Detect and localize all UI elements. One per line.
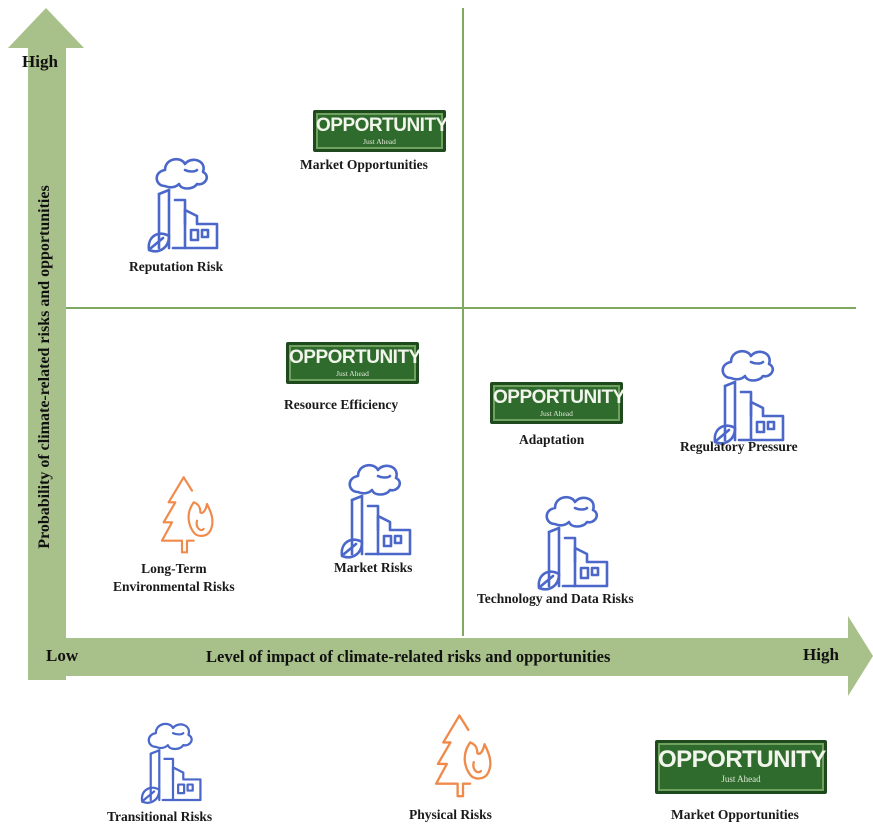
label-adaptation: Adaptation (519, 432, 585, 447)
opportunity-sign-icon: OPPORTUNITY Just Ahead (313, 110, 448, 152)
y-axis-label: Probability of climate-related risks and… (36, 185, 53, 549)
sign-sub-text: Just Ahead (721, 774, 761, 784)
label-market-risks: Market Risks (334, 560, 413, 575)
tree-fire-icon (434, 714, 492, 798)
factory-leaf-icon (537, 495, 609, 591)
tree-fire-icon (160, 476, 214, 554)
factory-leaf-icon (147, 157, 219, 253)
label-regulatory-pressure: Regulatory Pressure (680, 439, 798, 454)
y-axis-high-label: High (22, 52, 58, 71)
x-axis-low-label: Low (46, 646, 79, 665)
label-market-opportunities: Market Opportunities (300, 157, 428, 172)
legend-physical-risks: Physical Risks (409, 807, 492, 822)
sign-sub-text: Just Ahead (363, 137, 396, 146)
label-resource-efficiency: Resource Efficiency (284, 397, 399, 412)
factory-leaf-icon (140, 722, 202, 804)
sign-main-text: OPPORTUNITY (289, 347, 421, 368)
label-line-2: Environmental Risks (113, 579, 235, 595)
factory-leaf-icon (340, 463, 412, 559)
x-axis-arrow (28, 616, 873, 696)
label-technology-and-data-risks: Technology and Data Risks (477, 591, 634, 606)
axes-arrows (8, 8, 873, 696)
label-reputation-risk: Reputation Risk (129, 259, 224, 274)
x-axis-label: Level of impact of climate-related risks… (206, 647, 611, 666)
label-line-1: Long-Term (141, 561, 207, 576)
opportunity-sign-icon: OPPORTUNITY Just Ahead (490, 382, 625, 424)
sign-main-text: OPPORTUNITY (658, 746, 826, 773)
label-long-term-environmental-risks: Long-Term Environmental Risks (113, 560, 235, 596)
sign-sub-text: Just Ahead (336, 369, 369, 378)
sign-main-text: OPPORTUNITY (316, 115, 448, 136)
sign-main-text: OPPORTUNITY (493, 387, 625, 408)
legend-market-opportunities: Market Opportunities (671, 807, 799, 822)
y-axis-arrow (8, 8, 84, 680)
x-axis-high-label: High (803, 645, 839, 664)
legend-transitional-risks: Transitional Risks (107, 809, 213, 824)
factory-leaf-icon (713, 349, 785, 445)
opportunity-sign-icon: OPPORTUNITY Just Ahead (286, 342, 421, 384)
sign-sub-text: Just Ahead (540, 409, 573, 418)
opportunity-sign-icon: OPPORTUNITY Just Ahead (655, 740, 827, 794)
